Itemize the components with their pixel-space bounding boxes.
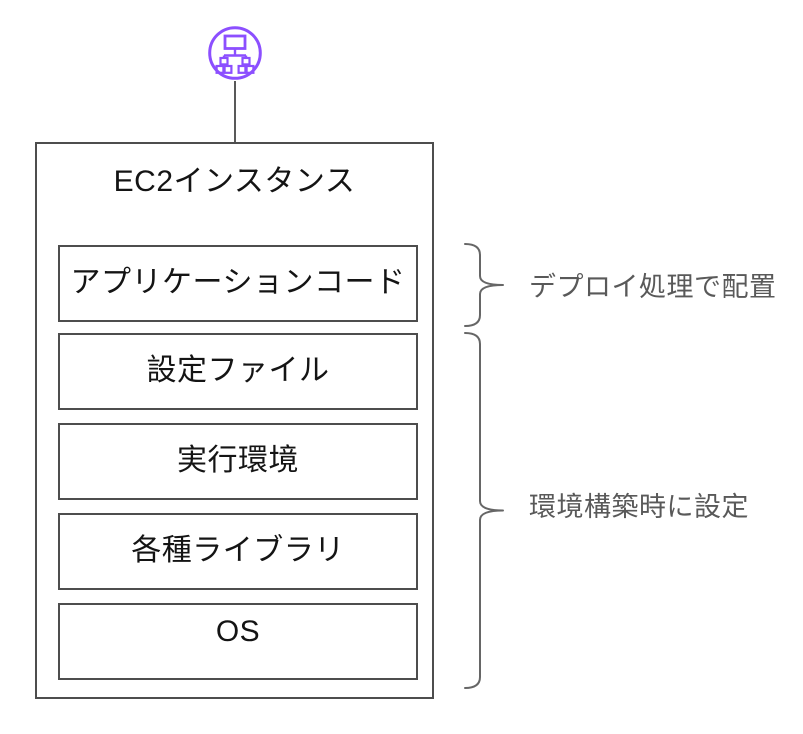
ec2-instance-box: EC2インスタンス アプリケーションコード 設定ファイル 実行環境 各種ライブラ… [35, 142, 434, 699]
annotation-environment: 環境構築時に設定 [529, 492, 749, 522]
layer-label: 実行環境 [177, 444, 299, 477]
connector-line [234, 81, 236, 142]
network-tree-icon [208, 26, 262, 80]
layer-box-libraries: 各種ライブラリ [58, 513, 418, 590]
layer-label: OS [215, 615, 261, 648]
annotation-deploy: デプロイ処理で配置 [529, 272, 777, 302]
layer-label: アプリケーションコード [70, 266, 406, 299]
brace-deploy [464, 243, 504, 327]
layer-box-os: OS [58, 603, 418, 680]
layer-box-runtime: 実行環境 [58, 423, 418, 500]
layer-label: 各種ライブラリ [131, 534, 345, 567]
layer-box-config-file: 設定ファイル [58, 333, 418, 410]
ec2-instance-title: EC2インスタンス [113, 165, 356, 198]
layer-box-application-code: アプリケーションコード [58, 245, 418, 322]
layer-label: 設定ファイル [146, 354, 330, 387]
brace-environment [464, 332, 504, 689]
